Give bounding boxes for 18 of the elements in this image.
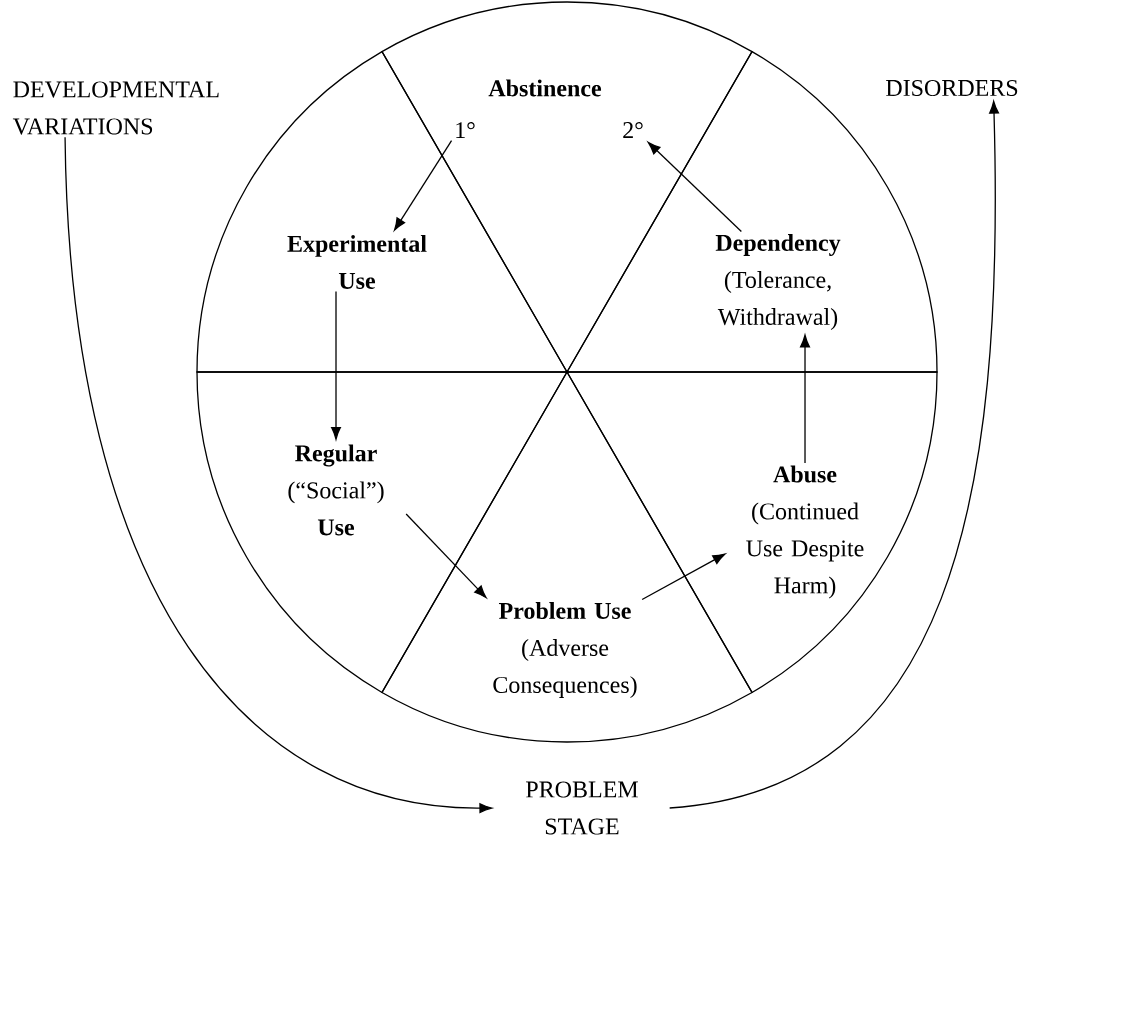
stage-label: DISORDERS: [886, 79, 1018, 97]
stage-text: Regular (“Social”) Use: [288, 444, 384, 536]
degree-label: 2°: [623, 122, 643, 138]
stage-text: Experimental Use: [287, 235, 427, 289]
arrow: [669, 100, 1000, 809]
stage-text: Abuse (Continued Use Despite Harm): [746, 465, 864, 599]
arrow: [330, 290, 342, 440]
stage-label: DEVELOPMENTAL VARIATIONS: [12, 81, 219, 135]
arrow: [800, 334, 811, 464]
stage-text: Dependency (Tolerance, Withdrawal): [715, 234, 841, 330]
stage-text: Problem Use (Adverse Consequences): [493, 602, 637, 698]
arrow: [393, 140, 453, 231]
degree-label: 1°: [456, 122, 475, 138]
arrow: [64, 136, 493, 814]
arrow: [647, 141, 742, 233]
arrow: [405, 513, 487, 599]
arrow: [641, 553, 726, 601]
stage-label: PROBLEM STAGE: [526, 781, 638, 835]
